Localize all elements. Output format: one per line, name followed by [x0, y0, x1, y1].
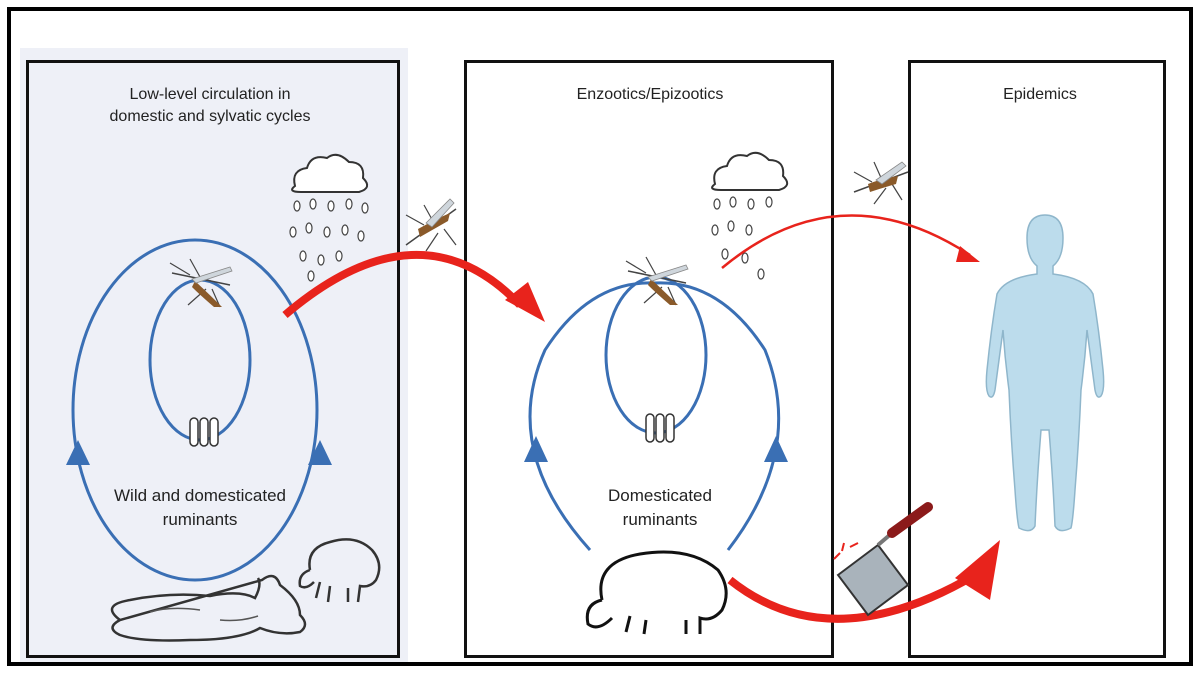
cycle-arrow-left-2 [524, 436, 548, 462]
host-label-domesticated: Domesticated ruminants [540, 484, 780, 532]
cycle-arrow-right-2 [764, 436, 788, 462]
rain-cloud-icon [712, 153, 787, 279]
cycle-arrow-left-1 [66, 440, 90, 465]
cleaver-icon [834, 507, 928, 615]
host-label-line-2: ruminants [70, 508, 330, 532]
host-label-wild-domesticated: Wild and domesticated ruminants [70, 484, 330, 532]
mosquito-icon [626, 257, 688, 305]
cow-icon [112, 576, 305, 640]
mosquito-eggs-icon [190, 418, 218, 446]
host-label-line-2: ruminants [540, 508, 780, 532]
sheep-icon [300, 539, 379, 602]
rain-cloud-icon [290, 155, 368, 281]
cycle-arrow-right-1 [308, 440, 332, 465]
mosquito-icon [170, 259, 232, 307]
sheep-icon [587, 552, 726, 634]
mosquito-eggs-icon [646, 414, 674, 442]
human-silhouette-icon [986, 215, 1103, 531]
mosquito-icon [406, 199, 456, 251]
host-label-line-1: Domesticated [540, 484, 780, 508]
transmission-arrow-to-enzootics [285, 255, 545, 322]
cycle-inner-loop-1 [150, 280, 250, 440]
host-label-line-1: Wild and domesticated [70, 484, 330, 508]
cycle-inner-loop-2 [606, 277, 706, 433]
transmission-arrow-to-human-mosquito [722, 216, 980, 268]
mosquito-icon [854, 162, 908, 204]
